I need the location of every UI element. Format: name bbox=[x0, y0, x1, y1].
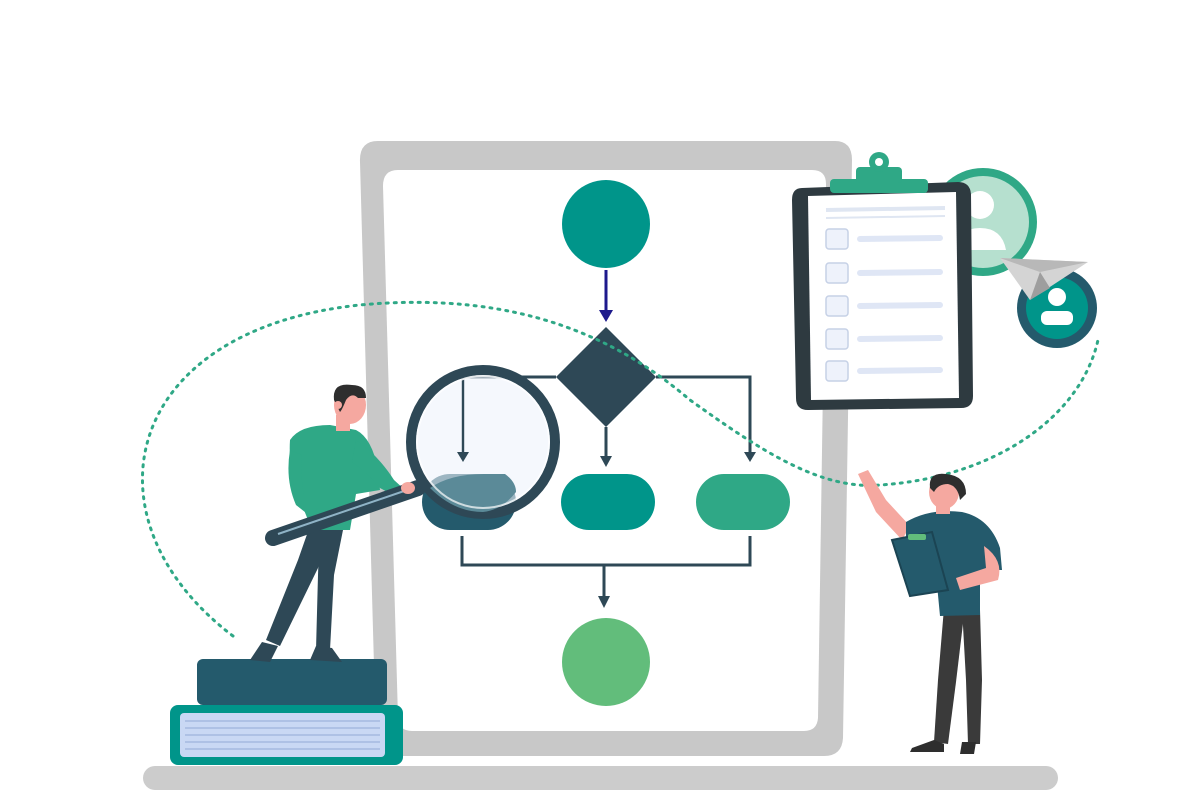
person-right bbox=[858, 470, 1002, 754]
arrow-head bbox=[599, 310, 613, 322]
magnifying-glass-icon bbox=[265, 365, 560, 546]
start-circle bbox=[562, 180, 650, 268]
decision-diamond bbox=[556, 327, 656, 427]
book-stack bbox=[170, 659, 403, 765]
end-circle bbox=[562, 618, 650, 706]
checklist-items bbox=[825, 228, 943, 382]
clipboard-icon bbox=[792, 152, 973, 410]
floor-line bbox=[143, 766, 1058, 790]
process-right bbox=[696, 474, 790, 530]
process-middle bbox=[561, 474, 655, 530]
dotted-path bbox=[141, 300, 1100, 638]
person-left bbox=[250, 384, 405, 662]
paper-plane-icon bbox=[1000, 258, 1088, 300]
